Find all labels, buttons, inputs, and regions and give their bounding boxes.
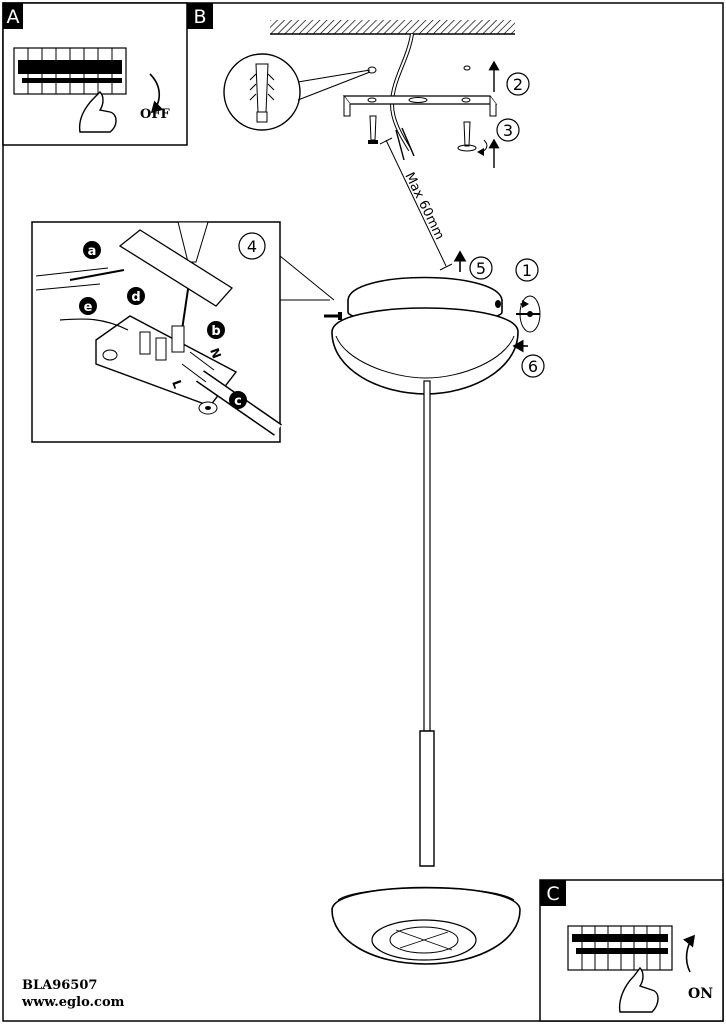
detail-label-d: d bbox=[131, 290, 140, 305]
neutral-label: N bbox=[207, 346, 224, 360]
step-2-label: 2 bbox=[513, 75, 523, 94]
step-5-label: 5 bbox=[476, 259, 486, 278]
panel-b-letter: B bbox=[193, 6, 206, 28]
lamp-head bbox=[331, 886, 521, 965]
mounting-bracket bbox=[342, 95, 498, 117]
footer: BLA96507 www.eglo.com bbox=[22, 977, 124, 1011]
ceiling bbox=[270, 20, 515, 35]
terminal-cover bbox=[118, 229, 233, 307]
panel-a: A OFF bbox=[2, 2, 188, 146]
step-6-badge bbox=[521, 354, 545, 378]
detail-label-e: e bbox=[84, 300, 93, 315]
step-5-badge bbox=[469, 256, 493, 280]
rotate-arrow-icon bbox=[683, 934, 695, 973]
step-1-label: 1 bbox=[522, 261, 532, 280]
step-4-badge bbox=[238, 232, 266, 260]
off-label: OFF bbox=[140, 107, 171, 122]
step-1-badge bbox=[515, 258, 539, 282]
detail-label-a: a bbox=[88, 244, 97, 259]
terminal-detail-panel: 4 a b c d e bbox=[31, 221, 335, 443]
pendant-rod bbox=[419, 380, 435, 867]
panel-c-letter: C bbox=[546, 883, 559, 905]
detail-label-c: c bbox=[234, 394, 242, 409]
cable-length-dimension: Max 60mm bbox=[379, 137, 453, 271]
step-4-label: 4 bbox=[247, 237, 257, 256]
ceiling-canopy bbox=[331, 276, 519, 395]
step-2-badge bbox=[506, 72, 530, 96]
panel-c-tab bbox=[540, 880, 566, 906]
on-label: ON bbox=[688, 986, 713, 1002]
rotate-arrow-icon bbox=[149, 73, 164, 114]
screw-icon-right bbox=[457, 121, 488, 156]
panel-c: C ON bbox=[539, 879, 724, 1022]
screw-icon bbox=[368, 115, 378, 144]
product-code: BLA96507 bbox=[22, 978, 98, 993]
side-screw-detail bbox=[516, 295, 541, 333]
hand-icon bbox=[78, 91, 117, 133]
panel-a-tab bbox=[3, 3, 23, 29]
panel-b-tab bbox=[187, 3, 213, 29]
step-3-badge bbox=[496, 118, 520, 142]
breaker-block-on bbox=[567, 925, 673, 971]
step-3-label: 3 bbox=[503, 121, 513, 140]
hand-icon bbox=[618, 966, 659, 1013]
panel-a-letter: A bbox=[7, 6, 20, 28]
wall-plug-detail bbox=[223, 53, 377, 131]
website-link[interactable]: www.eglo.com bbox=[22, 995, 125, 1010]
detail-label-b: b bbox=[211, 324, 220, 339]
grub-screw-icon bbox=[324, 312, 342, 320]
breaker-block-off bbox=[13, 47, 127, 95]
step-6-label: 6 bbox=[528, 357, 538, 376]
supply-cable bbox=[389, 33, 414, 152]
max-length-label: Max 60mm bbox=[401, 170, 446, 242]
